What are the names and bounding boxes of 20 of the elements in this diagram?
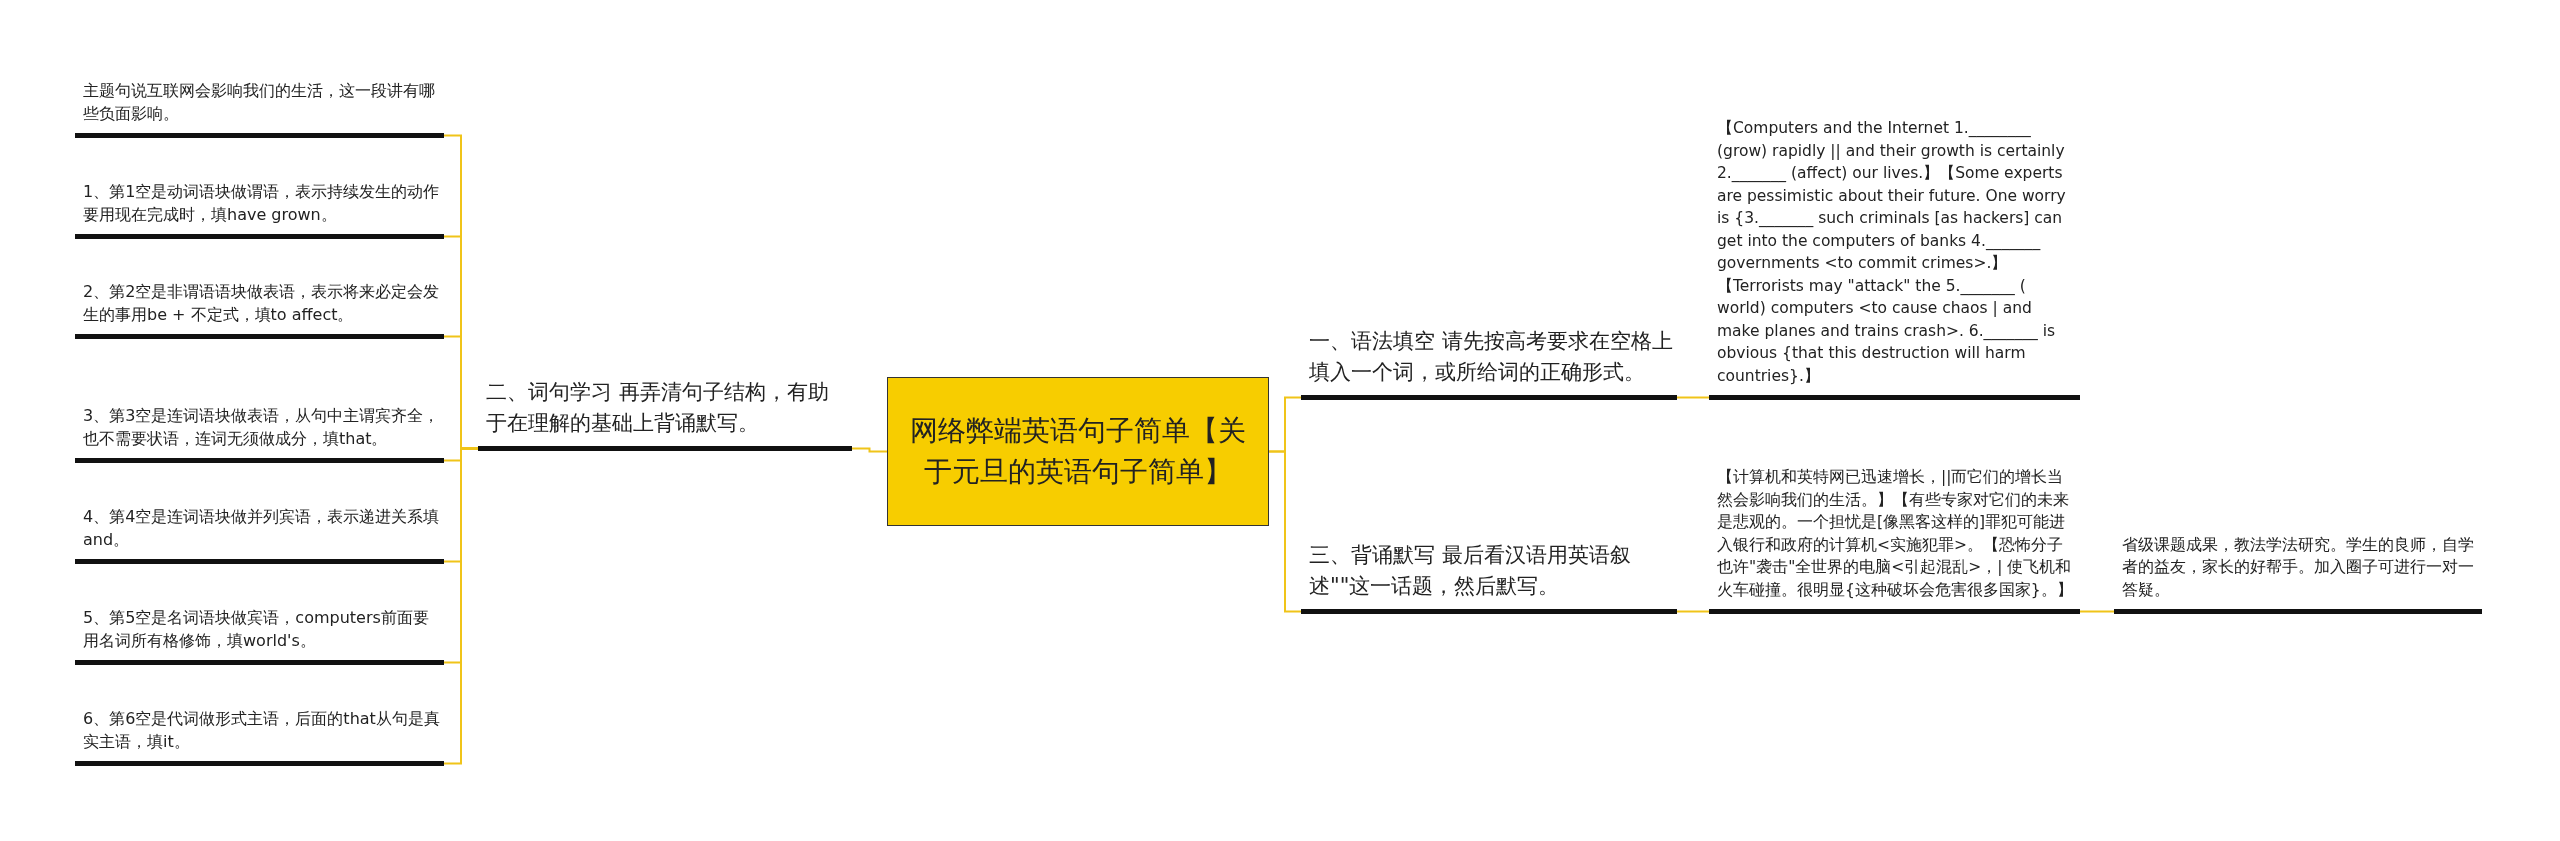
connector-line	[1676, 610, 1710, 613]
topic-text: 5、第5空是名词语块做宾语，computers前面要用名词所有格修饰，填world's。	[83, 606, 430, 652]
connector-line	[2079, 610, 2115, 613]
topic-text: 二、词句学习 再弄清句子结构，有助于在理解的基础上背诵默写。	[486, 379, 830, 437]
central-topic-text: 网络弊端英语句子简单【关于元旦的英语句子简单】	[909, 412, 1247, 490]
topic-text: 【Computers and the Internet 1.________ (grow) rapidly || and their growth is certainly 2._______ (affect) our lives.】【Some experts are pessimistic about their future. One worry is {3._______ such criminals [as hackers] can get into the computers of banks 4._______ governments <to commit crimes>.】【Terrorists may "attack" the 5._______ ( world) computers <to cause chaos | and make planes and trains crash>. 6._______ is obvious {that this destruction will harm countries}.】	[1717, 118, 2067, 387]
topic-text: 1、第1空是动词语块做谓语，表示持续发生的动作要用现在完成时，填have grown。	[83, 180, 440, 226]
topic-text: 一、语法填空 请先按高考要求在空格上填入一个词，或所给词的正确形式。	[1309, 328, 1673, 386]
topic-text: 主题句说互联网会影响我们的生活，这一段讲有哪些负面影响。	[83, 79, 436, 125]
topic-text: 4、第4空是连词语块做并列宾语，表示递进关系填and。	[83, 505, 440, 551]
central-topic-box	[887, 377, 1269, 526]
connector-line	[1268, 450, 1302, 613]
topic-text: 3、第3空是连词语块做表语，从句中主谓宾齐全，也不需要状语，连词无须做成分，填that。	[83, 404, 440, 450]
connector-line	[851, 447, 888, 453]
topic-text: 省级课题成果，教法学法研究。学生的良师，自学者的益友，家长的好帮手。加入圈子可进行一对一答疑。	[2122, 534, 2475, 601]
topic-text: 2、第2空是非谓语语块做表语，表示将来必定会发生的事用be + 不定式，填to affect。	[83, 280, 440, 326]
topic-text: 三、背诵默写 最后看汉语用英语叙述""这一话题，然后默写。	[1309, 542, 1632, 600]
connector-line	[1676, 396, 1710, 399]
topic-text: 【计算机和英特网已迅速增长，||而它们的增长当然会影响我们的生活。】【有些专家对它们的未来是悲观的。一个担忧是[像黑客这样的]罪犯可能进入银行和政府的计算机<实施犯罪>。【恐怖分子也许"袭击"全世界的电脑<引起混乱>，| 使飞机和火车碰撞。很明显{这种破坏会危害很多国家}。】	[1717, 467, 2074, 601]
topic-text: 6、第6空是代词做形式主语，后面的that从句是真实主语，填it。	[83, 707, 440, 753]
